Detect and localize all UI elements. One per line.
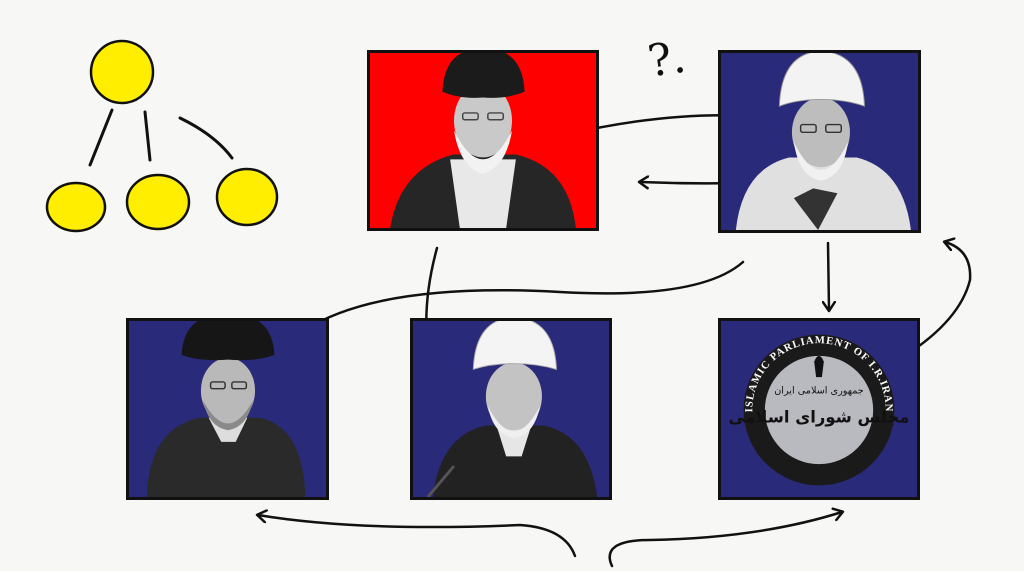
portrait-president: [146, 321, 306, 497]
portrait-judiciary-head: [426, 321, 598, 497]
arrow-council-to-parliament: [828, 241, 829, 310]
child-node-1: [45, 181, 107, 233]
box-guardian-council: [718, 50, 921, 233]
box-parliament: ISLAMIC PARLIAMENT OF I.R.IRAN جمهوری اس…: [718, 318, 920, 500]
portrait-council-head: [735, 53, 911, 230]
arrow-bottom-to-parliament: [608, 512, 842, 568]
question-mark: ?.: [644, 31, 689, 88]
box-supreme-leader: [367, 50, 599, 231]
arrow-council-to-president: [305, 260, 745, 330]
portrait-leader: [390, 53, 576, 228]
arrow-parliament-to-council: [904, 242, 972, 357]
parliament-seal: ISLAMIC PARLIAMENT OF I.R.IRAN جمهوری اس…: [729, 334, 910, 486]
box-president: [126, 318, 329, 500]
arrows: [258, 115, 972, 568]
seal-top-text: جمهوری اسلامی ایران: [774, 386, 864, 397]
box-judiciary: [410, 318, 612, 500]
child-node-3: [215, 167, 279, 227]
child-node-2: [125, 173, 191, 231]
hierarchy-icon: [45, 39, 279, 233]
arrow-bottom-to-president: [258, 515, 577, 558]
root-node: [89, 39, 155, 105]
seal-inner-text: مجلس شورای اسلامی: [729, 408, 910, 428]
